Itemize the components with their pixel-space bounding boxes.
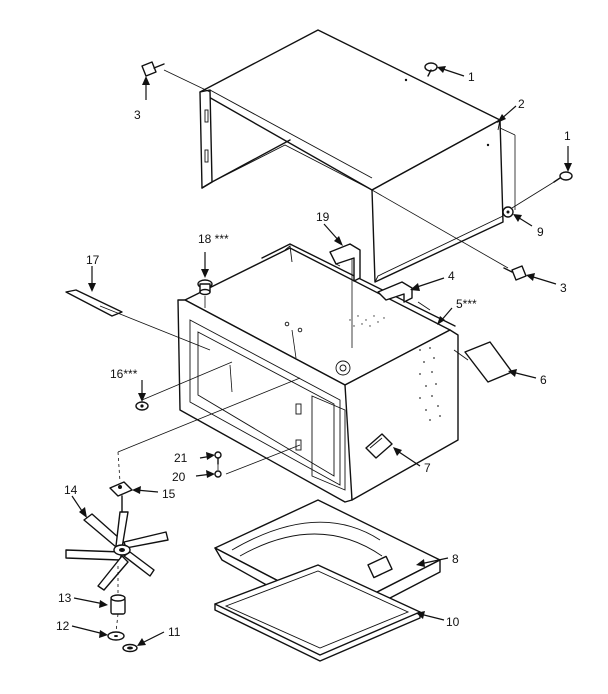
nut-9 bbox=[502, 206, 514, 218]
callout-6: 6 bbox=[540, 373, 547, 387]
callout-7: 7 bbox=[424, 461, 431, 475]
callout-3-right: 3 bbox=[560, 281, 567, 295]
part-21 bbox=[214, 451, 222, 465]
callout-1-top: 1 bbox=[468, 70, 475, 84]
screw-3-right bbox=[503, 265, 527, 281]
callout-11: 11 bbox=[168, 625, 181, 639]
stirrer-fan bbox=[65, 511, 169, 591]
callout-1-right: 1 bbox=[564, 129, 571, 143]
callout-16: 16*** bbox=[110, 367, 138, 381]
outer-cabinet bbox=[199, 29, 504, 283]
part-20 bbox=[214, 470, 222, 478]
callout-14: 14 bbox=[64, 483, 78, 497]
callout-9: 9 bbox=[537, 225, 544, 239]
part-16 bbox=[135, 401, 149, 411]
bracket-19 bbox=[329, 243, 361, 282]
screw-1-top bbox=[424, 62, 438, 77]
base-tray bbox=[214, 564, 421, 662]
callout-8: 8 bbox=[452, 552, 459, 566]
chassis-frame bbox=[177, 243, 459, 503]
callout-labels: 1 1 2 3 3 4 5*** 6 7 8 9 10 11 12 13 14 … bbox=[56, 70, 571, 639]
control-panel-vents bbox=[419, 347, 441, 421]
screw-1-right bbox=[553, 171, 573, 183]
callout-19: 19 bbox=[316, 210, 330, 224]
callout-3-left: 3 bbox=[134, 108, 141, 122]
callout-18: 18 *** bbox=[198, 232, 229, 246]
callout-15: 15 bbox=[162, 487, 176, 501]
callout-4: 4 bbox=[448, 269, 455, 283]
callout-21: 21 bbox=[174, 451, 188, 465]
callout-17: 17 bbox=[86, 253, 100, 267]
bracket-4 bbox=[377, 281, 413, 303]
callout-10: 10 bbox=[446, 615, 460, 629]
callout-13: 13 bbox=[58, 591, 72, 605]
top-pan-shading bbox=[349, 315, 385, 327]
callout-arrows bbox=[71, 66, 572, 646]
grommet-18 bbox=[197, 279, 213, 296]
alignment-lines bbox=[99, 69, 555, 475]
callout-20: 20 bbox=[172, 470, 186, 484]
shaft-assembly bbox=[107, 451, 138, 653]
part-7 bbox=[365, 433, 393, 459]
callout-12: 12 bbox=[56, 619, 70, 633]
pad-6 bbox=[464, 341, 513, 383]
callout-2: 2 bbox=[518, 97, 525, 111]
screw-3-left bbox=[141, 61, 165, 77]
callout-5: 5*** bbox=[456, 297, 477, 311]
pad-17 bbox=[65, 289, 123, 317]
